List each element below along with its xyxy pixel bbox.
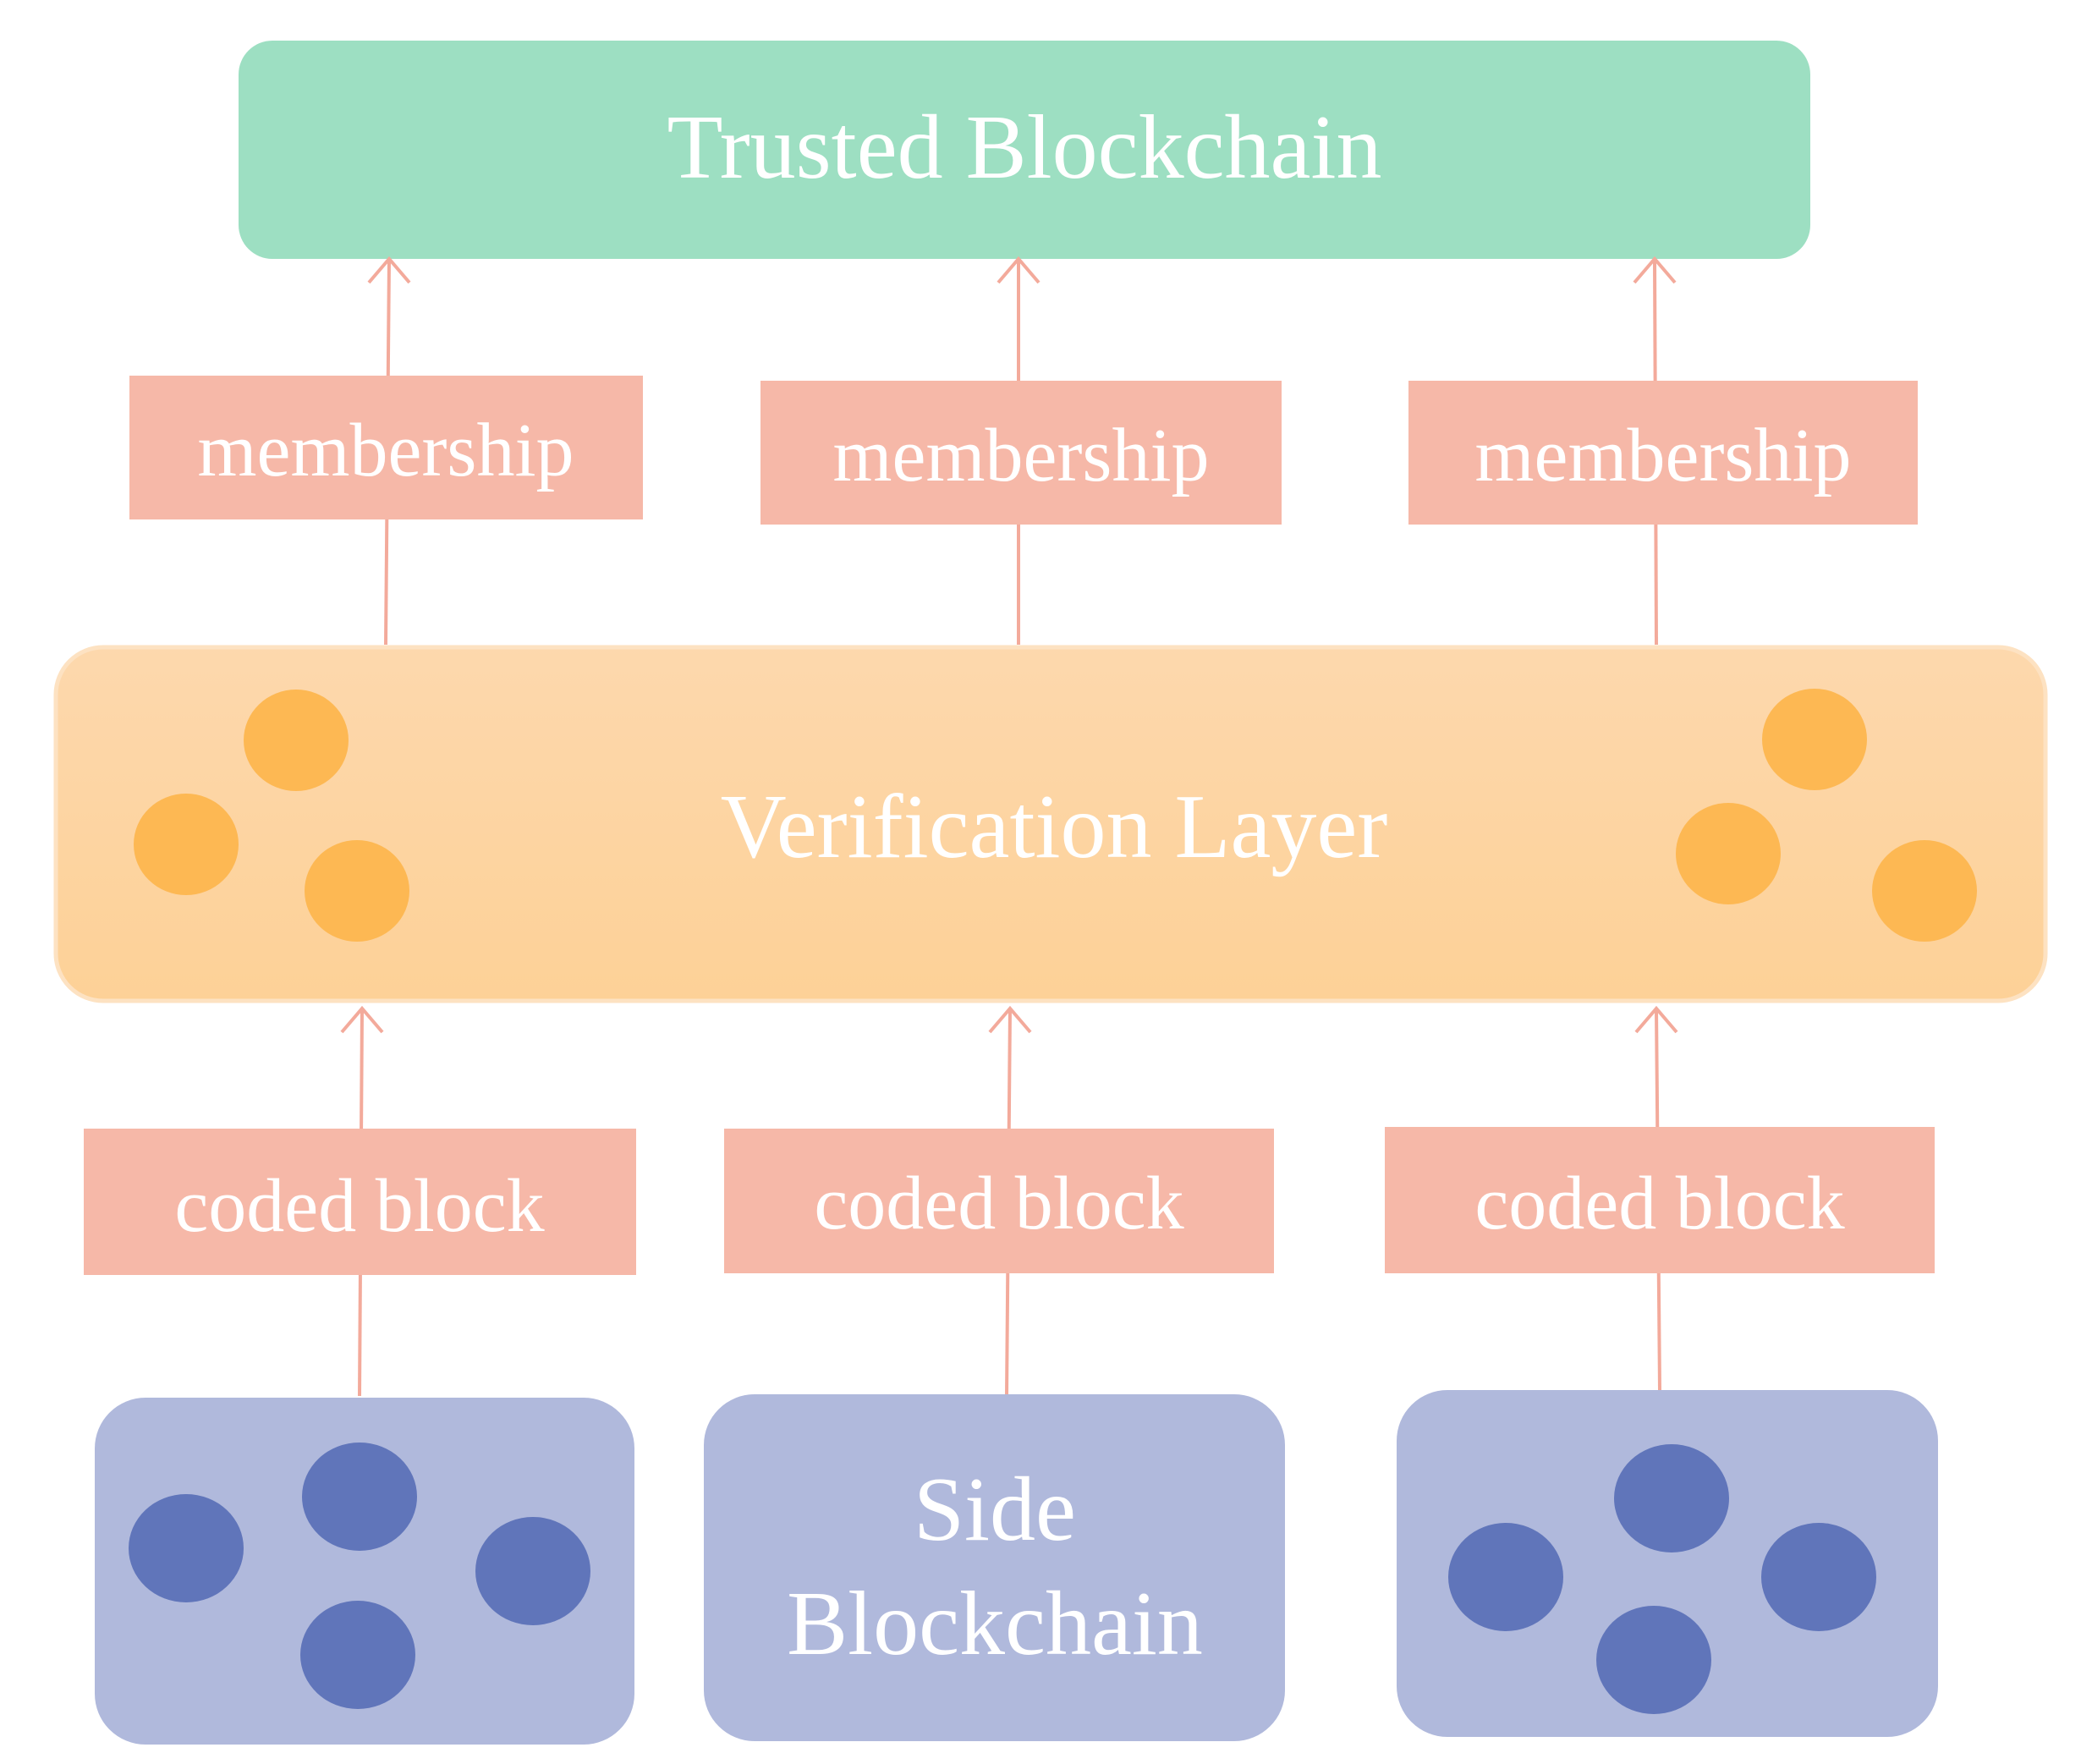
side-blockchain-label-line2: Blockchain <box>787 1574 1203 1674</box>
svg-text:membership: membership <box>198 409 574 492</box>
side-node <box>129 1494 244 1602</box>
side-node <box>1614 1444 1729 1552</box>
verification-nodes-right <box>1676 689 1977 942</box>
verification-nodes-left <box>134 690 409 942</box>
verification-node <box>244 690 349 791</box>
membership-label-2: membership <box>760 381 1282 525</box>
verification-node <box>134 794 239 895</box>
side-blockchain-right <box>1397 1390 1938 1737</box>
verification-node <box>305 840 409 942</box>
side-blockchain-center: Side Blockchain <box>704 1394 1285 1741</box>
side-node <box>1761 1523 1876 1631</box>
trusted-blockchain-box <box>239 41 1810 259</box>
coded-block-label-1: coded block <box>84 1129 636 1275</box>
verification-node <box>1762 689 1867 790</box>
coded-block-label-3: coded block <box>1385 1127 1935 1273</box>
side-node <box>1448 1523 1563 1631</box>
verification-node <box>1872 840 1977 942</box>
membership-label-3: membership <box>1408 381 1918 525</box>
verification-node <box>1676 803 1781 904</box>
svg-text:coded block: coded block <box>1474 1162 1844 1245</box>
side-node <box>302 1443 417 1551</box>
trusted-blockchain: Trusted Blockchain <box>239 41 1810 259</box>
verification-layer: Verification Layer <box>53 645 2048 1003</box>
membership-label-1: membership <box>129 376 643 519</box>
side-blockchain-left <box>95 1398 634 1745</box>
svg-text:membership: membership <box>833 414 1210 497</box>
svg-text:membership: membership <box>1475 414 1852 497</box>
trusted-blockchain-label: Trusted Blockchain <box>667 97 1382 198</box>
side-blockchain-label-line1: Side <box>914 1459 1076 1560</box>
side-node <box>300 1601 415 1709</box>
svg-text:coded block: coded block <box>814 1162 1183 1245</box>
verification-layer-label: Verification Layer <box>721 777 1388 877</box>
svg-text:coded block: coded block <box>174 1164 544 1248</box>
side-node <box>1596 1606 1711 1714</box>
coded-block-label-2: coded block <box>724 1129 1274 1273</box>
verification-layer-box <box>53 645 2048 1003</box>
side-node <box>475 1517 590 1625</box>
